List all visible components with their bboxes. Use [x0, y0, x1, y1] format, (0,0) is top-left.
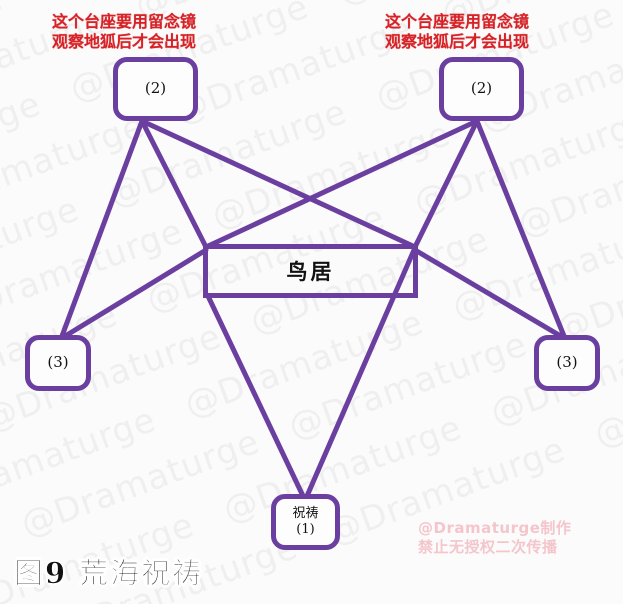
node-left-label: (3): [47, 353, 69, 372]
node-bottom-label: 祝祷: [292, 505, 319, 521]
node-torii-gate[interactable]: 鸟居: [203, 244, 418, 298]
torii-label: 鸟居: [286, 259, 335, 284]
annotation-right-line2: 观察地狐后才会出现: [385, 32, 530, 51]
node-top-left-pedestal[interactable]: (2): [113, 57, 198, 121]
edge-topleft-to-left: [59, 118, 145, 339]
annotation-left-line1: 这个台座要用留念镜: [52, 12, 197, 31]
annotation-right-line1: 这个台座要用留念镜: [385, 12, 530, 31]
node-bottom-prayer[interactable]: 祝祷 (1): [271, 494, 340, 550]
annotation-left: 这个台座要用留念镜 观察地狐后才会出现: [52, 12, 196, 52]
edge-torii-right-to-right-node: [412, 247, 567, 341]
node-right-pedestal[interactable]: (3): [534, 335, 600, 391]
node-left-pedestal[interactable]: (3): [25, 335, 91, 391]
annotation-left-line2: 观察地狐后才会出现: [52, 32, 197, 51]
node-bottom-count: (1): [296, 521, 315, 537]
node-top-left-label: (2): [144, 79, 167, 98]
node-right-label: (3): [556, 353, 578, 372]
edge-topleft-to-torii-right: [139, 118, 418, 250]
edge-topleft-to-torii-left: [139, 118, 209, 250]
edge-torii-left-to-left-node: [59, 247, 209, 341]
edge-topright-to-torii-right: [412, 118, 480, 250]
edge-topright-to-torii-left: [203, 118, 480, 250]
edge-topright-to-right: [474, 118, 567, 339]
annotation-right: 这个台座要用留念镜 观察地狐后才会出现: [385, 12, 529, 52]
edge-torii-left-to-bottom: [205, 293, 306, 499]
node-top-right-label: (2): [470, 79, 493, 98]
node-top-right-pedestal[interactable]: (2): [439, 57, 524, 121]
edge-torii-right-to-bottom: [304, 247, 417, 499]
figure-caption: 图9 荒海祝祷: [14, 556, 204, 591]
